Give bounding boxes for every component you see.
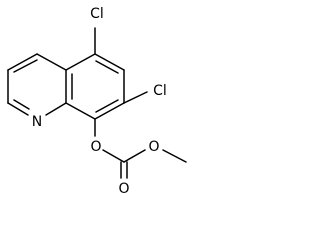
- bond-o-ccarbonyl: [102, 149, 125, 163]
- bond-c7-cl: [123, 91, 148, 104]
- bonds: [7, 27, 187, 179]
- bond-n1-c8a: [45, 102, 67, 116]
- structure-diagram: N Cl Cl O O O: [7, 6, 187, 197]
- bond-c4a-c5: [65, 53, 96, 71]
- bond-c5-c6-double: [95, 60, 119, 74]
- bond-c2-n1: [7, 102, 29, 116]
- atom-label-o-carbonyl: O: [118, 181, 129, 197]
- bond-c3-c4: [7, 53, 38, 71]
- bond-omethoxy-ch3: [162, 149, 187, 163]
- bond-ccarbonyl-omethoxy: [123, 149, 146, 163]
- bond-c5-c6: [94, 53, 125, 71]
- atom-label-o-methoxy: O: [148, 139, 159, 155]
- bond-c7-c8: [94, 102, 125, 120]
- bond-c3-c4-double: [13, 59, 38, 73]
- bond-c8-c8a: [65, 102, 96, 120]
- atom-label-n1: N: [32, 114, 42, 130]
- bond-c2-n1-double: [13, 99, 30, 110]
- bond-c4-c4a: [36, 53, 67, 71]
- atom-label-cl7: Cl: [153, 83, 167, 99]
- bond-c7-c8-double: [95, 99, 119, 113]
- atom-label-o-ester: O: [90, 139, 101, 155]
- atom-label-cl5: Cl: [90, 6, 104, 22]
- atom-labels: N Cl Cl O O O: [32, 6, 167, 197]
